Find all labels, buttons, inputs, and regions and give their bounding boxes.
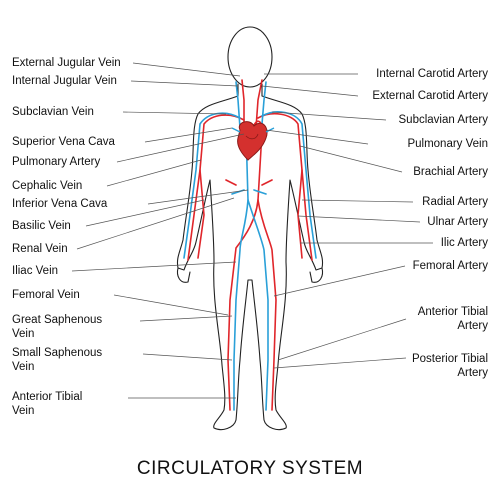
- vena-cava-right: [247, 199, 269, 411]
- right-hand-outline: [309, 267, 324, 283]
- label-anterior-tibial-vein: Anterior Tibial Vein: [12, 391, 83, 417]
- label-subclavian-vein: Subclavian Vein: [12, 106, 94, 118]
- label-pulmonary-artery: Pulmonary Artery: [12, 156, 101, 168]
- vena-cava: [233, 129, 249, 411]
- jugular-left: [235, 81, 241, 129]
- renal-veins: [231, 189, 267, 195]
- aorta: [227, 120, 263, 411]
- label-pulmonary-vein: Pulmonary Vein: [407, 138, 488, 150]
- leader-lines-right: [261, 73, 433, 369]
- forearm-artery-right: [297, 169, 303, 259]
- label-external-jugular-vein: External Jugular Vein: [12, 57, 121, 69]
- label-small-saphenous-vein: Small Saphenous Vein: [12, 347, 103, 373]
- carotid-left: [241, 79, 245, 129]
- heart: [231, 121, 275, 161]
- diagram-title: CIRCULATORY SYSTEM: [136, 458, 364, 479]
- label-renal-vein: Renal Vein: [12, 243, 68, 255]
- renal-arteries: [225, 179, 273, 186]
- carotid-right: [255, 79, 263, 129]
- label-external-carotid-artery: External Carotid Artery: [372, 90, 488, 102]
- label-internal-carotid-artery: Internal Carotid Artery: [376, 68, 488, 80]
- label-brachial-artery: Brachial Artery: [413, 166, 488, 178]
- label-radial-artery: Radial Artery: [422, 196, 488, 208]
- label-subclavian-artery: Subclavian Artery: [398, 114, 489, 126]
- label-cephalic-vein: Cephalic Vein: [12, 180, 83, 192]
- subclavian-vein-left: [183, 112, 241, 259]
- forearm-artery-left: [197, 169, 205, 259]
- jugular-right: [261, 81, 267, 125]
- label-posterior-tibial-artery: Posterior Tibial Artery: [411, 353, 488, 379]
- label-internal-jugular-vein: Internal Jugular Vein: [12, 75, 117, 87]
- label-anterior-tibial-artery: Anterior Tibial Artery: [417, 306, 488, 332]
- arteries: [187, 79, 313, 411]
- label-basilic-vein: Basilic Vein: [12, 220, 71, 232]
- label-great-saphenous-vein: Great Saphenous Vein: [12, 314, 103, 340]
- label-superior-vena-cava: Superior Vena Cava: [12, 136, 115, 148]
- veins: [183, 81, 317, 411]
- label-iliac-vein: Iliac Vein: [12, 265, 59, 277]
- label-femoral-vein: Femoral Vein: [12, 289, 80, 301]
- label-femoral-artery: Femoral Artery: [412, 260, 488, 272]
- leader-lines-left: [71, 62, 249, 399]
- label-ilic-artery: Ilic Artery: [440, 237, 488, 249]
- label-inferior-vena-cava: Inferior Vena Cava: [12, 198, 108, 210]
- head-outline: [227, 26, 273, 88]
- subclavian-vein-right: [261, 111, 317, 259]
- aorta-right-branch: [257, 199, 277, 411]
- label-ulnar-artery: Ulnar Artery: [427, 216, 488, 228]
- left-hand-outline: [176, 267, 191, 283]
